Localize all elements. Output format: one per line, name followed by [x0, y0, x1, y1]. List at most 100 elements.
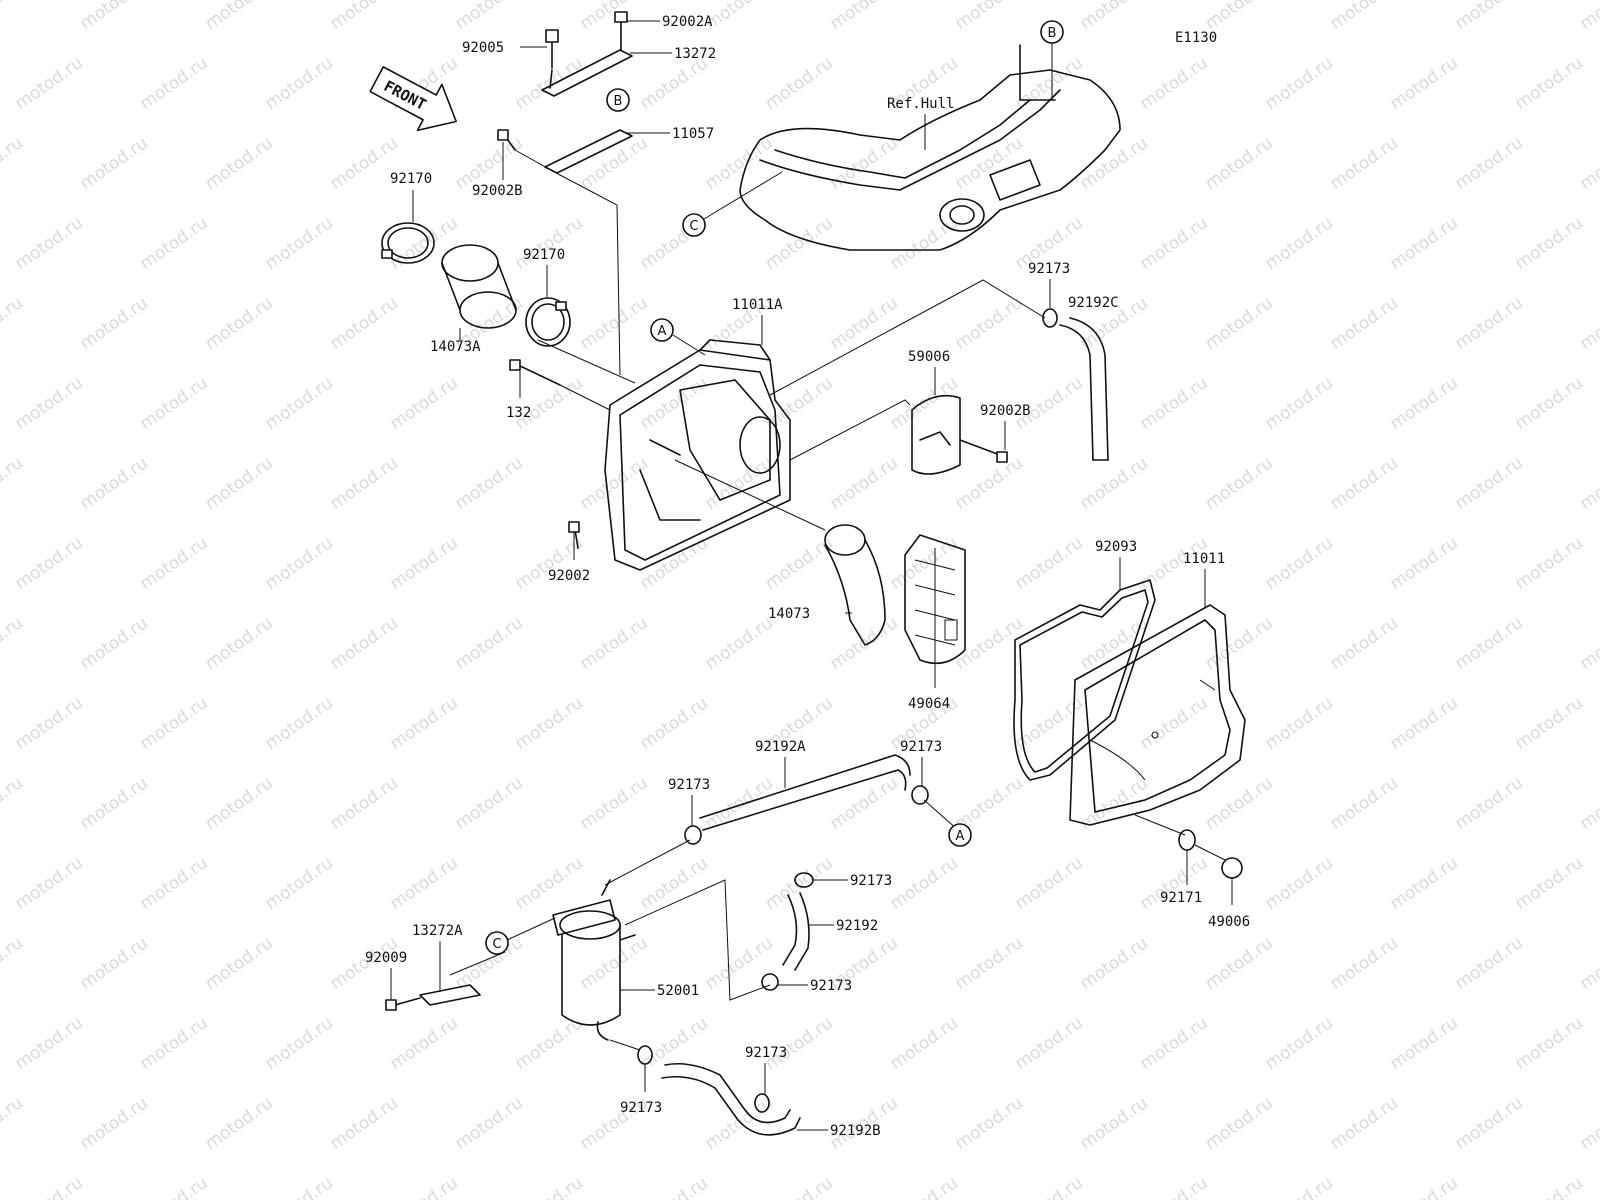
- watermark-text: motod.ru: [1386, 533, 1461, 594]
- label-92009: 92009: [365, 950, 407, 966]
- watermark-text: motod.ru: [1576, 293, 1600, 354]
- watermark-text: motod.ru: [76, 613, 151, 674]
- label-92005: 92005: [462, 40, 504, 56]
- watermark-text: motod.ru: [136, 693, 211, 754]
- watermark-text: motod.ru: [761, 1013, 836, 1074]
- watermark-text: motod.ru: [386, 213, 461, 274]
- watermark-text: motod.ru: [761, 1173, 836, 1200]
- watermark-text: motod.ru: [1511, 533, 1586, 594]
- watermark-text: motod.ru: [761, 853, 836, 914]
- watermark-text: motod.ru: [1136, 213, 1211, 274]
- watermark-text: motod.ru: [0, 453, 27, 514]
- label-49006: 49006: [1208, 914, 1250, 930]
- watermark-text: motod.ru: [76, 0, 151, 34]
- watermark-text: motod.ru: [1201, 133, 1276, 194]
- watermark-text: motod.ru: [1011, 1173, 1086, 1200]
- watermark-text: motod.ru: [1261, 53, 1336, 114]
- bolt-92002A: [614, 11, 628, 51]
- watermark-text: motod.ru: [1386, 853, 1461, 914]
- label-92173-c: 92173: [850, 873, 892, 889]
- watermark-text: motod.ru: [326, 453, 401, 514]
- watermark-text: motod.ru: [1576, 453, 1600, 514]
- label-92192B: 92192B: [830, 1123, 881, 1139]
- watermark-text: motod.ru: [1136, 1173, 1211, 1200]
- watermark-text: motod.ru: [1386, 1013, 1461, 1074]
- watermark-text: motod.ru: [1201, 613, 1276, 674]
- watermark-text: motod.ru: [451, 0, 526, 34]
- watermark-text: motod.ru: [951, 933, 1026, 994]
- watermark-text: motod.ru: [0, 933, 27, 994]
- watermark-text: motod.ru: [76, 453, 151, 514]
- arrester-49064: [904, 534, 966, 665]
- watermark-text: motod.ru: [576, 613, 651, 674]
- hose-14073A: [441, 244, 517, 329]
- watermark-text: motod.ru: [1076, 0, 1151, 34]
- watermark-text: motod.ru: [1136, 373, 1211, 434]
- hull-reference: [739, 44, 1121, 251]
- watermark-text: motod.ru: [511, 1173, 586, 1200]
- watermark-text: motod.ru: [701, 0, 776, 34]
- bolt-92005: [545, 29, 559, 69]
- hose-92192C: [1059, 317, 1109, 461]
- clamp-92171: [1178, 829, 1196, 851]
- watermark-text: motod.ru: [201, 293, 276, 354]
- watermark-text: motod.ru: [76, 293, 151, 354]
- label-132: 132: [506, 405, 531, 421]
- watermark-text: motod.ru: [1076, 133, 1151, 194]
- watermark-text: motod.ru: [201, 773, 276, 834]
- watermark-text: motod.ru: [576, 133, 651, 194]
- watermark-text: motod.ru: [951, 0, 1026, 34]
- watermark-text: motod.ru: [1136, 1013, 1211, 1074]
- watermark-text: motod.ru: [261, 1173, 336, 1200]
- hose-92192A: [699, 754, 911, 831]
- watermark-text: motod.ru: [451, 1093, 526, 1154]
- watermark-text: motod.ru: [1011, 853, 1086, 914]
- separator-52001: [552, 879, 636, 1041]
- diagram-code: E1130: [1175, 30, 1217, 46]
- clamp-92170-mid: [525, 297, 571, 347]
- watermark-text: motod.ru: [1326, 933, 1401, 994]
- svg-text:A: A: [658, 324, 667, 339]
- watermark-text: motod.ru: [76, 933, 151, 994]
- watermark-text: motod.ru: [1451, 133, 1526, 194]
- watermark-text: motod.ru: [1576, 933, 1600, 994]
- watermark-text: motod.ru: [1326, 0, 1401, 34]
- watermark-text: motod.ru: [201, 0, 276, 34]
- watermark-text: motod.ru: [1451, 293, 1526, 354]
- label-11011A: 11011A: [732, 297, 783, 313]
- watermark-text: motod.ru: [701, 773, 776, 834]
- watermark-text: motod.ru: [451, 773, 526, 834]
- cover-11011: [1069, 604, 1246, 826]
- watermark-text: motod.ru: [636, 53, 711, 114]
- label-59006: 59006: [908, 349, 950, 365]
- watermark-text: motod.ru: [511, 53, 586, 114]
- watermark-text: motod.ru: [1011, 533, 1086, 594]
- watermark-text: motod.ru: [201, 133, 276, 194]
- watermark-text: motod.ru: [326, 1093, 401, 1154]
- watermark-text: motod.ru: [1451, 613, 1526, 674]
- callout-A-box: A: [650, 318, 674, 342]
- label-92192C: 92192C: [1068, 295, 1119, 311]
- watermark-text: motod.ru: [1076, 933, 1151, 994]
- watermark-text: motod.ru: [511, 533, 586, 594]
- watermark-text: motod.ru: [826, 773, 901, 834]
- watermark-text: motod.ru: [1326, 613, 1401, 674]
- watermark-text: motod.ru: [0, 773, 27, 834]
- watermark-text: motod.ru: [511, 373, 586, 434]
- watermark-text: motod.ru: [886, 1173, 961, 1200]
- watermark-text: motod.ru: [886, 213, 961, 274]
- watermark-text: motod.ru: [576, 773, 651, 834]
- bolt-92002B-top: [497, 129, 516, 151]
- watermark-text: motod.ru: [136, 1173, 211, 1200]
- watermark-text: motod.ru: [886, 533, 961, 594]
- watermark-text: motod.ru: [201, 453, 276, 514]
- callout-B-top: B: [1040, 20, 1064, 44]
- watermark-text: motod.ru: [201, 613, 276, 674]
- watermark-text: motod.ru: [1326, 453, 1401, 514]
- watermark-text: motod.ru: [386, 373, 461, 434]
- svg-text:C: C: [492, 937, 501, 952]
- watermark-text: motod.ru: [261, 853, 336, 914]
- label-92192: 92192: [836, 918, 878, 934]
